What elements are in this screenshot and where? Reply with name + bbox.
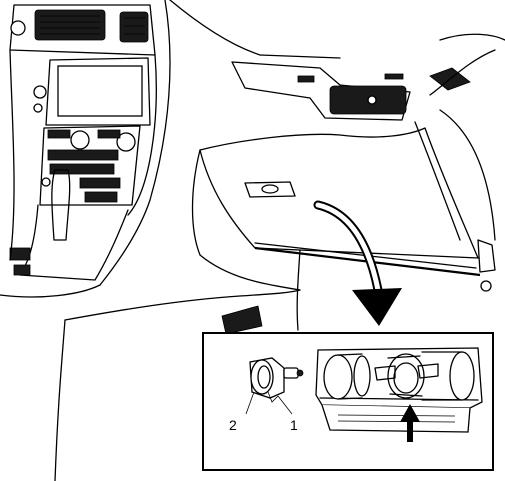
callout-1: 1 xyxy=(290,417,298,433)
detail-inset: 2 1 xyxy=(202,332,494,471)
hazard-button xyxy=(10,20,26,36)
leader-line-1 xyxy=(277,395,293,415)
upper-vent-left xyxy=(34,9,106,41)
direction-arrow-icon xyxy=(313,200,402,326)
gear-shifter xyxy=(51,169,71,241)
passenger-dashboard xyxy=(54,0,505,481)
glovebox-latch xyxy=(244,181,296,198)
leader-line-2 xyxy=(245,391,255,415)
control-knob-right xyxy=(116,132,136,152)
upper-vent-right xyxy=(119,11,149,43)
display-screen xyxy=(57,65,143,117)
lower-vent xyxy=(221,305,263,335)
control-knob-left xyxy=(70,130,90,150)
insertion-arrow-icon xyxy=(400,404,420,442)
fastener xyxy=(480,280,492,292)
glovebox-switch xyxy=(249,357,304,403)
glovebox-door xyxy=(199,127,479,259)
callout-2: 2 xyxy=(229,417,237,433)
switch-bracket xyxy=(315,347,483,433)
center-console xyxy=(0,0,171,298)
